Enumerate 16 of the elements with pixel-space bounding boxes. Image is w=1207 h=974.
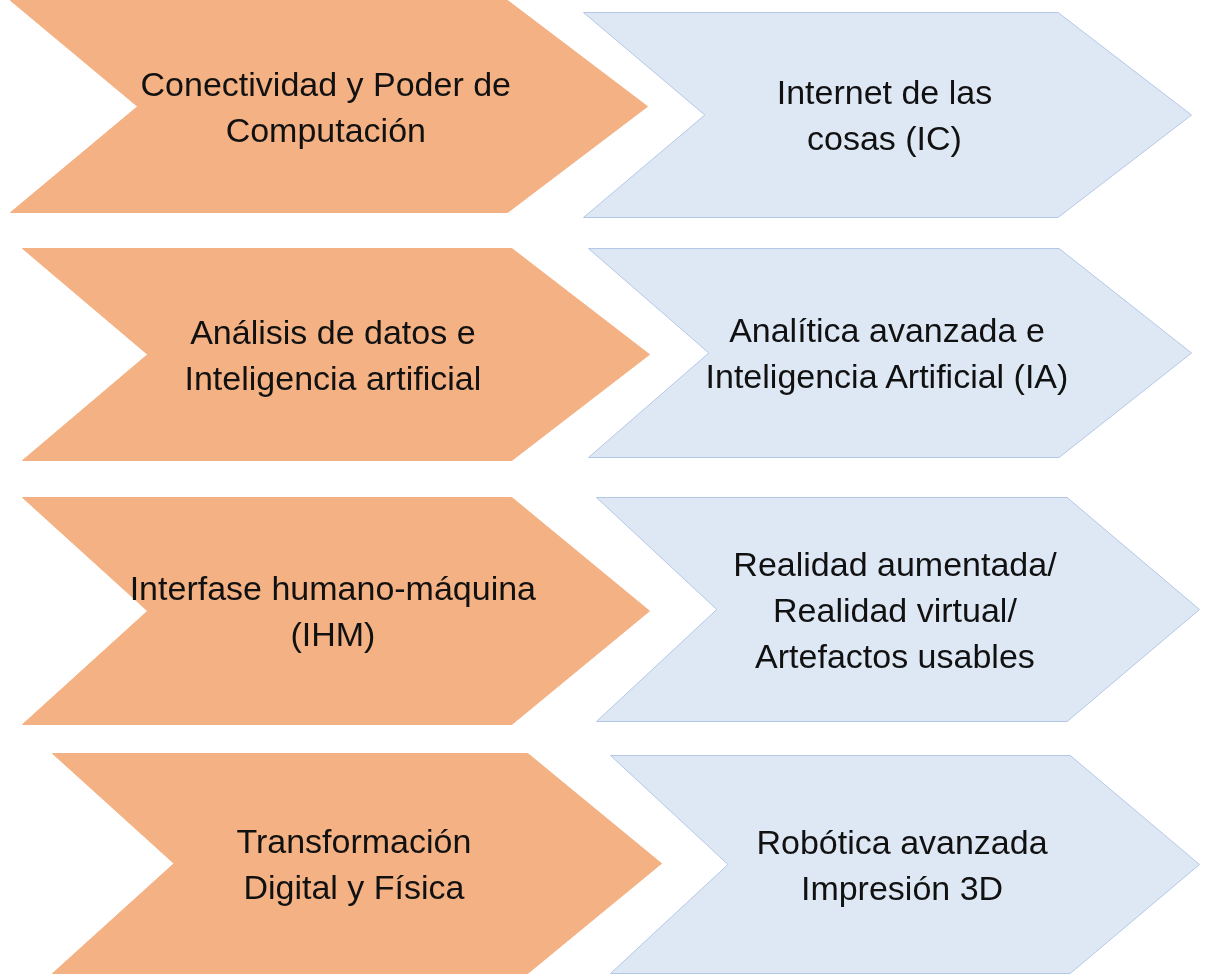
- chevron-banner: [22, 248, 650, 461]
- chevron-label: Análisis de datos e Inteligencia artificial: [183, 311, 483, 399]
- chevron-label: Interfase humano-máquina (IHM): [128, 568, 538, 655]
- chevron-banner: [52, 753, 662, 974]
- chevron-label: Realidad aumentada/ Realidad virtual/ Artefactos usables: [732, 543, 1058, 677]
- chevron-label: Analítica avanzada e Inteligencia Artificial (IA): [704, 310, 1070, 397]
- chevron-banner: [10, 0, 648, 213]
- chevron-banner: [610, 755, 1200, 974]
- chevron-label: Internet de las cosas (IC): [775, 72, 994, 159]
- chevron-label: Robótica avanzada Impresión 3D: [755, 821, 1049, 909]
- chevron-banner: [588, 248, 1192, 458]
- chevron-banner: [596, 497, 1200, 722]
- chevron-banner: [583, 12, 1192, 218]
- chevron-label: Conectividad y Poder de Computación: [139, 63, 512, 151]
- chevron-label: Transformación Digital y Física: [235, 820, 473, 908]
- chevron-banner: [22, 497, 650, 725]
